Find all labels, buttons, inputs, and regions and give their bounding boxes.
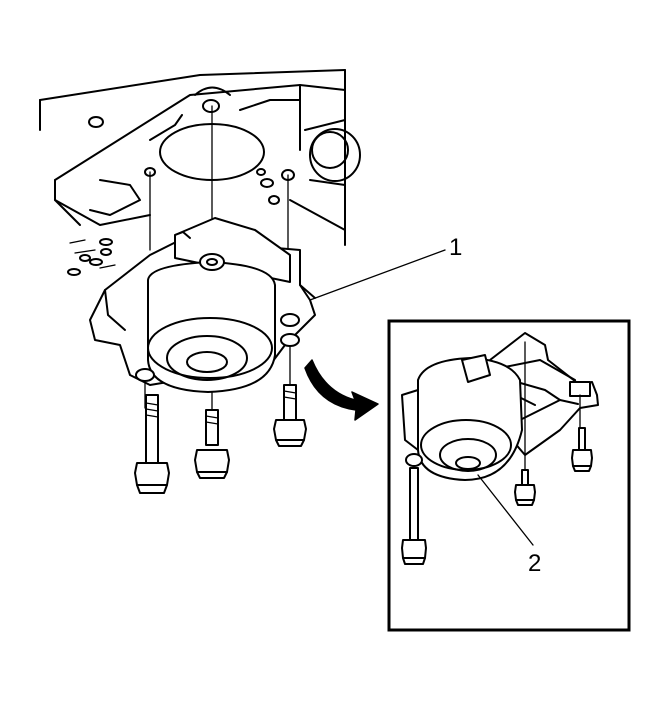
mount-bolt [273,384,307,447]
inset-view [387,319,631,632]
callout-1: 1 [449,234,463,261]
detail-arrow [304,359,379,421]
callout-2: 2 [528,550,542,577]
mount-bolt [194,409,230,479]
engine-mount [89,217,316,393]
leader-line-1 [309,249,446,301]
leader-line-2 [477,474,534,546]
mount-bolt [134,394,170,494]
